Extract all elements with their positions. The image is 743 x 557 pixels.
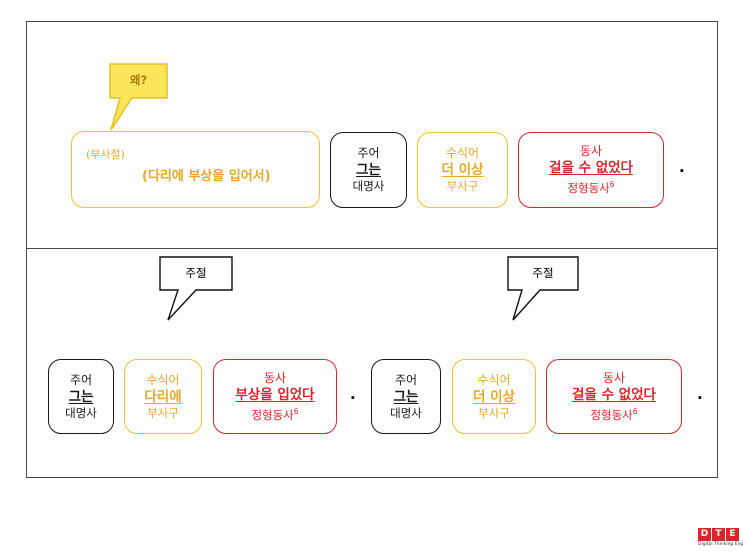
subject-role: 주어 [357,146,380,160]
verb-pos: 정형동사6 [251,406,299,422]
adverbial-clause-box: (부사절) (다리에 부상을 입어서) [71,131,320,208]
modifier-pos: 부사구 [478,405,510,420]
modifier-role: 수식어 [445,146,480,160]
bl-subject-box: 주어 그는 대명사 [48,359,114,434]
logo-letter: D [698,528,711,541]
subject-pos: 대명사 [352,179,385,193]
top-verb-box: 동사 걸을 수 없었다 정형동사6 [518,132,664,208]
modifier-word: 다리에 [144,388,182,405]
bl-modifier-box: 수식어 다리에 부사구 [124,359,202,434]
modifier-role: 수식어 [477,372,511,387]
logo-subtitle: Digital Thinking English [698,542,743,547]
modifier-pos: 부사구 [446,179,479,193]
subject-word: 그는 [356,162,381,178]
logo-letter: T [712,528,725,541]
top-modifier-box: 수식어 더 이상 부사구 [417,132,508,208]
dte-logo: D T E Digital Thinking English [698,528,743,547]
subject-role: 주어 [394,372,418,387]
main-clause-callout-left-shape [159,256,233,321]
main-clause-callout-right-shape [507,256,579,321]
subject-word: 그는 [68,388,94,405]
why-callout-shape [109,63,168,131]
verb-word: 걸을 수 없었다 [549,160,633,177]
subject-pos: 대명사 [65,405,97,420]
verb-role: 동사 [263,370,287,385]
subject-role: 주어 [69,372,93,387]
adverbial-clause-tag: (부사절) [86,148,125,161]
subject-pos: 대명사 [390,405,422,420]
verb-pos: 정형동사6 [567,180,615,195]
verb-word: 부상을 입었다 [235,386,315,403]
verb-word: 걸을 수 없었다 [572,386,656,403]
top-subject-box: 주어 그는 대명사 [330,132,407,208]
main-clause-callout-left-label: 주절 [185,266,207,280]
verb-role: 동사 [579,144,603,159]
br-verb-box: 동사 걸을 수 없었다 정형동사6 [546,359,682,434]
logo-letters: D T E [698,528,740,541]
modifier-role: 수식어 [146,372,180,387]
bl-verb-box: 동사 부상을 입었다 정형동사6 [213,359,337,434]
br-modifier-box: 수식어 더 이상 부사구 [452,359,536,434]
main-clause-callout-right-label: 주절 [532,266,554,280]
modifier-pos: 부사구 [147,405,179,420]
modifier-word: 더 이상 [473,388,515,405]
verb-pos: 정형동사6 [590,406,638,422]
subject-word: 그는 [393,388,419,405]
bl-period: . [350,385,356,403]
why-callout-label: 왜? [129,73,148,87]
logo-letter: E [726,528,739,541]
modifier-word: 더 이상 [441,162,484,178]
verb-role: 동사 [602,370,626,385]
br-period: . [697,385,703,403]
adverbial-clause-text: (다리에 부상을 입어서) [142,169,271,184]
top-period: . [679,158,685,176]
br-subject-box: 주어 그는 대명사 [371,359,441,434]
